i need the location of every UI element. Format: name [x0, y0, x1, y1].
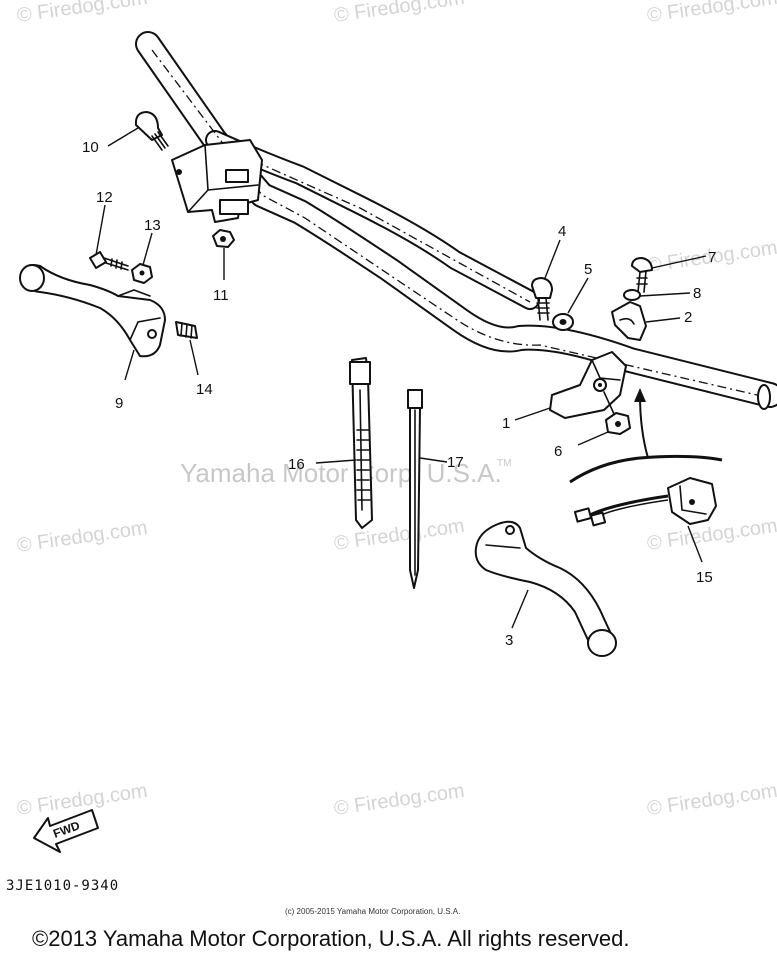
part-1-lever-holder: 1 [502, 351, 627, 432]
callout-14: 14 [196, 381, 213, 398]
callout-13: 13 [144, 217, 161, 234]
watermark-bottom-center: © Firedog.com [333, 780, 466, 820]
copyright: ©2013 Yamaha Motor Corporation, U.S.A. A… [32, 926, 629, 951]
part-17-cable-tie: 17 [407, 389, 464, 589]
part-15-switch: 15 [569, 388, 723, 586]
callout-10: 10 [82, 139, 99, 156]
part-10-bolt: 10 [82, 111, 169, 156]
left-lever-holder [171, 139, 263, 223]
small-copyright: (c) 2005-2015 Yamaha Motor Corporation, … [285, 907, 460, 916]
part-5-washer: 5 [552, 261, 592, 331]
callout-9: 9 [115, 395, 123, 412]
part-16-cable-band: 16 [288, 357, 373, 529]
watermark-top-right: © Firedog.com [646, 0, 777, 27]
fwd-arrow: FWD [33, 809, 99, 853]
part-2-clamp: 2 [611, 301, 692, 341]
callout-2: 2 [684, 309, 692, 326]
part-12-bolt: 12 [89, 189, 129, 271]
watermark-top-center: © Firedog.com [333, 0, 466, 27]
watermark-top-left: © Firedog.com [16, 0, 149, 27]
watermark-brand: Yamaha Motor Corp, U.S.A. [180, 458, 502, 488]
diagram-code: 3JE1010-9340 [6, 878, 119, 894]
part-4-bolt: 4 [531, 223, 566, 321]
callout-15: 15 [696, 569, 713, 586]
watermark-left: © Firedog.com [16, 517, 149, 557]
part-14-adjuster: 14 [175, 321, 213, 398]
callout-16: 16 [288, 456, 305, 473]
callout-17: 17 [447, 454, 464, 471]
part-3-right-lever: 3 [474, 520, 617, 657]
watermark-right: © Firedog.com [646, 515, 777, 555]
callout-7: 7 [708, 249, 716, 266]
watermark-bottom-right: © Firedog.com [646, 780, 777, 820]
callout-12: 12 [96, 189, 113, 206]
part-8-spring-washer: 8 [623, 285, 701, 302]
callout-8: 8 [693, 285, 701, 302]
callout-3: 3 [505, 632, 513, 649]
callout-6: 6 [554, 443, 562, 460]
callout-5: 5 [584, 261, 592, 278]
part-9-left-lever: 9 [19, 264, 166, 412]
watermark-layer: © Firedog.com © Firedog.com © Firedog.co… [16, 0, 777, 820]
handlebar [135, 31, 777, 410]
part-6-nut: 6 [554, 391, 631, 460]
watermark-center-low: © Firedog.com [333, 515, 466, 555]
callout-4: 4 [558, 223, 566, 240]
watermark-tm: TM [497, 458, 511, 469]
part-11-nut: 11 [212, 229, 235, 304]
part-7-screw: 7 [631, 249, 716, 293]
part-13-nut: 13 [131, 217, 161, 284]
callout-11: 11 [213, 287, 229, 304]
callout-1: 1 [502, 415, 510, 432]
